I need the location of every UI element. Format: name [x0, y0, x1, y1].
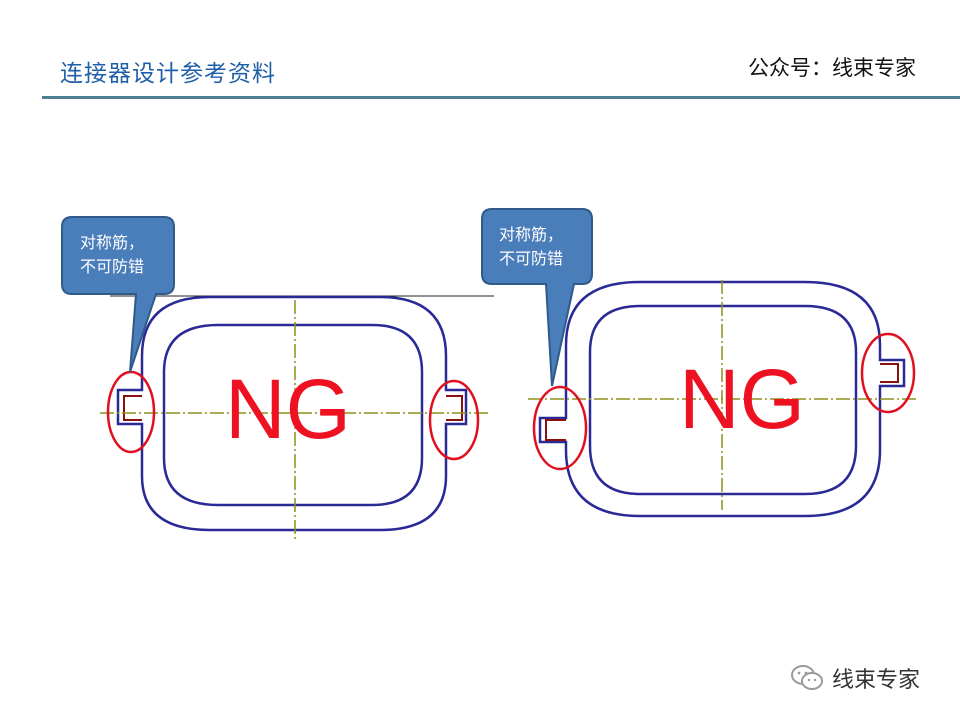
left-rib-right [446, 395, 463, 421]
right-rib-bottom [545, 419, 566, 441]
right-highlight-circle-2 [860, 332, 916, 414]
page-title: 连接器设计参考资料 [60, 61, 276, 87]
left-callout-line-1: 对称筋， [80, 233, 145, 252]
header-divider [42, 96, 960, 99]
left-callout-text: 对称筋， 不可防错 [80, 231, 144, 279]
left-connector-drawing: NG [61, 216, 494, 542]
account-name: 公众号：线束专家 [748, 56, 916, 80]
right-inner-outline [588, 304, 858, 496]
watermark-text: 线束专家 [832, 668, 921, 693]
left-inner-outline [162, 323, 424, 507]
left-outer-outline [116, 295, 468, 532]
left-highlight-circle-1 [106, 370, 156, 454]
right-callout-bubble [481, 208, 593, 387]
left-highlight-circle-2 [428, 379, 480, 461]
left-rib-left [123, 395, 142, 421]
right-verdict: NG [679, 352, 805, 446]
watermark: 线束专家 [790, 662, 920, 694]
right-highlight-circle-1 [532, 385, 588, 471]
wechat-icon [791, 665, 823, 690]
right-callout-line-1: 对称筋， [499, 225, 564, 244]
right-rib-top [880, 363, 899, 383]
right-callout-line-2: 不可防错 [499, 249, 564, 268]
left-verdict: NG [225, 362, 351, 456]
left-callout-line-2: 不可防错 [80, 257, 145, 276]
right-connector-drawing: NG [481, 208, 916, 518]
right-callout-text: 对称筋， 不可防错 [499, 223, 563, 271]
right-outer-outline [538, 280, 906, 518]
left-callout-bubble [61, 216, 175, 373]
